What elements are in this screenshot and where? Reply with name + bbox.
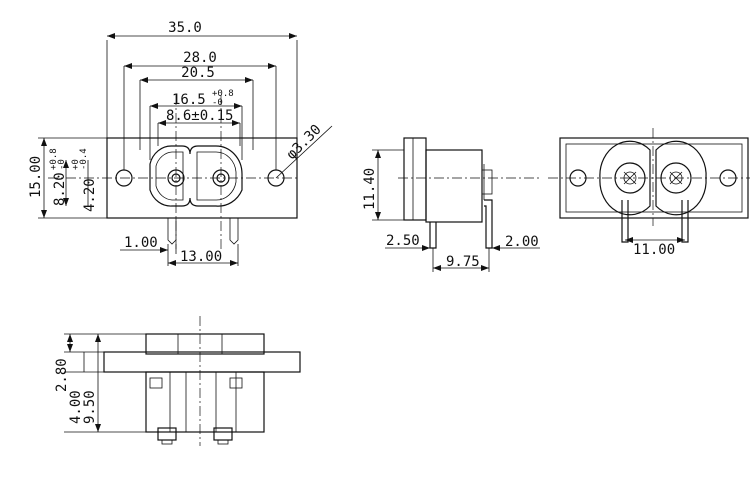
front-pin-left [167,218,177,245]
dim-width-socket-tol-lower: -0 [212,98,223,108]
dim-width-socket: 16.5 [172,92,206,108]
dim-bottom-b: 4.00 [68,390,84,424]
dim-side-pin-span: 9.75 [446,254,480,270]
bottom-flange [103,351,301,373]
side-flange [403,137,427,221]
dim-height-a-tol-upper: +0.8 [49,148,59,170]
side-latch [481,169,493,195]
dim-bottom-a: 2.80 [54,358,70,392]
side-view: 11.40 2.50 2.00 9.75 [362,137,540,272]
dim-side-left-pin: 2.50 [386,233,420,249]
dim-hole-diameter: φ3.30 [284,122,325,163]
rear-view: 11.00 [548,128,750,258]
socket-outline [149,145,243,207]
dim-width-overall: 35.0 [168,20,202,36]
rear-left-half [599,140,651,216]
socket-right-cavity [196,151,237,201]
dim-width-mount: 28.0 [183,50,217,66]
socket-left-cavity [155,151,184,201]
bottom-top-boss [145,333,265,355]
dim-width-socket-tol: +0.8 [212,89,234,99]
dim-height-b: 4.20 [82,178,98,212]
side-body [425,149,483,223]
dim-height-b-tol-upper: +0 [71,159,81,170]
bottom-body [145,371,265,433]
dim-height-b-tol-lower: -0.4 [79,148,89,170]
rear-pin-left [621,200,629,243]
rear-pin-right [681,200,689,243]
front-view: 35.0 28.0 20.5 16.5 +0.8 -0 8.6±0.15 φ3.… [28,20,333,266]
dim-pin-pitch: 8.6±0.15 [166,108,233,124]
bottom-pin-left [157,427,177,441]
bottom-view: 2.80 4.00 9.50 [54,316,301,446]
dim-bottom-c: 9.50 [82,390,98,424]
bottom-pin-right [213,427,233,441]
dim-height-overall: 15.00 [28,156,44,198]
dim-pin-offset: 1.00 [124,235,158,251]
side-pin-left [429,222,437,249]
dim-side-right-pin: 2.00 [505,234,539,250]
front-pin-right [229,218,239,245]
dim-pin-spacing: 13.00 [180,249,222,265]
dim-width-body: 20.5 [181,65,215,81]
side-pin-right [484,199,493,249]
dim-side-height: 11.40 [362,168,378,210]
dim-rear-pin-spacing: 11.00 [633,242,675,258]
dim-height-a-tol-lower: -0 [57,159,67,170]
dim-height-a: 8.20 [52,172,68,206]
